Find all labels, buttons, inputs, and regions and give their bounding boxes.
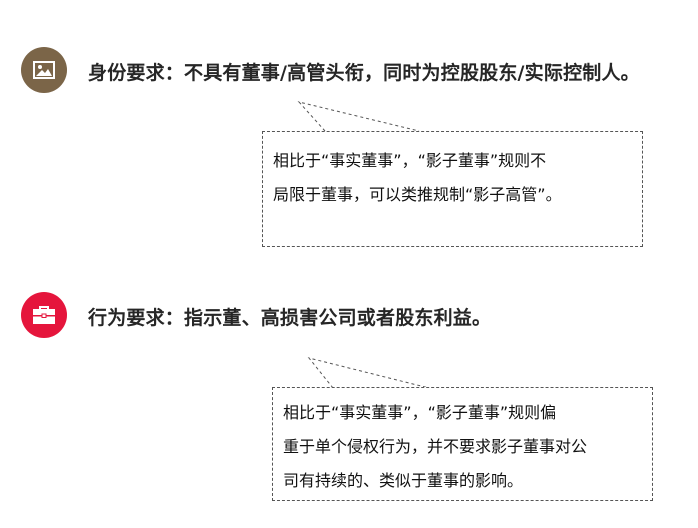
image-icon — [33, 61, 55, 79]
callout-line: 局限于董事，可以类推规制“影子高管”。 — [273, 185, 562, 204]
callout-line: 司有持续的、类似于董事的影响。 — [283, 471, 524, 490]
briefcase-icon-badge — [21, 292, 67, 338]
callout-pointer — [307, 357, 430, 389]
callout-line: 相比于“事实董事”，“影子董事”规则偏 — [283, 403, 557, 422]
callout-line: 重于单个侵权行为，并不要求影子董事对公 — [283, 437, 588, 456]
identity-callout: 相比于“事实董事”，“影子董事”规则不 局限于董事，可以类推规制“影子高管”。 — [262, 131, 643, 247]
briefcase-icon — [33, 306, 55, 324]
behavior-callout: 相比于“事实董事”，“影子董事”规则偏 重于单个侵权行为，并不要求影子董事对公 … — [272, 387, 653, 501]
callout-line: 相比于“事实董事”，“影子董事”规则不 — [273, 151, 547, 170]
image-icon-badge — [21, 47, 67, 93]
identity-requirement-title: 身份要求：不具有董事/高管头衔，同时为控股股东/实际控制人。 — [88, 62, 640, 84]
behavior-requirement-title: 行为要求：指示董、高损害公司或者股东利益。 — [88, 307, 492, 329]
callout-pointer — [297, 101, 420, 132]
